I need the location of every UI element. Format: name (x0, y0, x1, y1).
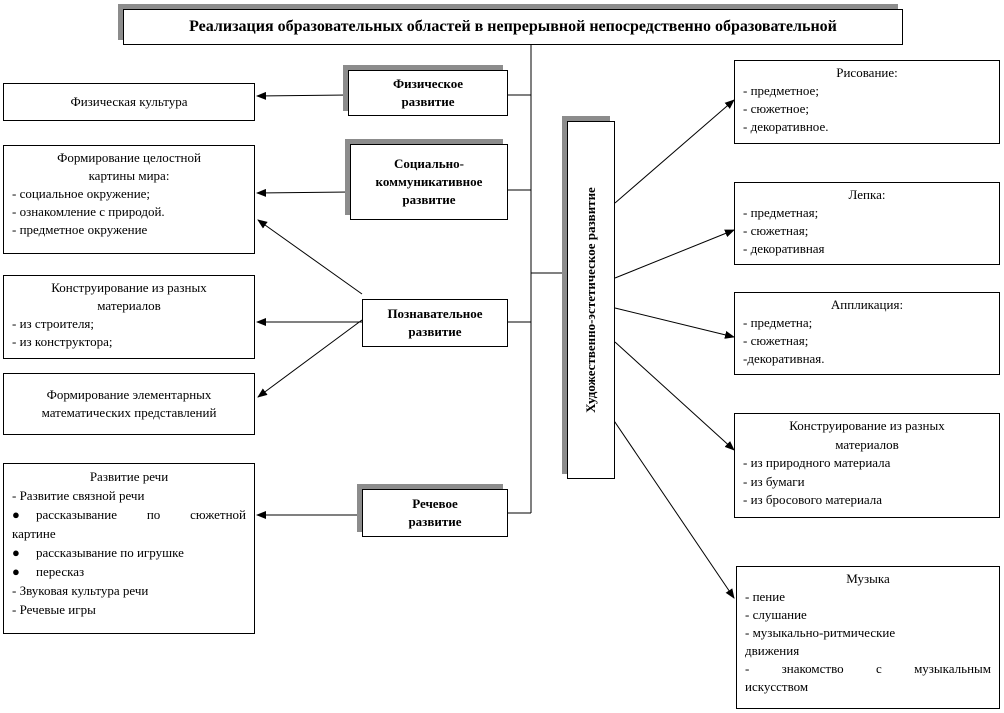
box-modeling: Лепка: - предметная; - сюжетная; - декор… (734, 182, 1000, 265)
world-picture-head-1: Формирование целостной (57, 150, 201, 165)
speech-dev-bullet-text: пересказ (36, 564, 85, 579)
world-picture-head-2: картины мира: (88, 168, 170, 183)
diagram-title-text: Реализация образовательных областей в не… (189, 18, 837, 35)
area-speech-line-1: Речевое (412, 496, 458, 511)
music-item: - пение (745, 589, 785, 604)
construct-right-item: - из бросового материала (743, 492, 883, 507)
area-artistic: Художественно-эстетическое развитие (567, 121, 615, 479)
box-math: Формирование элементарных математических… (3, 373, 255, 435)
bullet-icon: ● (12, 545, 20, 560)
applique-item: - сюжетная; (743, 333, 809, 348)
area-artistic-label: Художественно-эстетическое развитие (583, 187, 598, 413)
construct-right-item: - из природного материала (743, 455, 891, 470)
area-speech-line-2: развитие (408, 514, 462, 529)
music-item: движения (745, 643, 800, 658)
modeling-item: - декоративная (743, 241, 825, 256)
construct-right-head-2: материалов (835, 436, 899, 452)
speech-dev-bullet-cont: картине (12, 526, 56, 541)
area-cognitive-line-1: Познавательное (387, 306, 483, 321)
modeling-item: - сюжетная; (743, 223, 809, 238)
construct-left-item: - из конструктора; (12, 334, 113, 349)
world-picture-item: - предметное окружение (12, 222, 148, 237)
diagram-title: Реализация образовательных областей в не… (123, 9, 903, 45)
applique-head: Аппликация: (830, 297, 904, 312)
music-word: музыкальным (914, 661, 991, 676)
speech-dev-bullet: ● пересказ (12, 562, 246, 581)
area-physical: Физическое развитие (348, 70, 508, 116)
box-construct-right: Конструирование из разных материалов - и… (734, 413, 1000, 518)
speech-dev-line: - Развитие связной речи (12, 488, 145, 503)
area-cognitive: Познавательное развитие (362, 299, 508, 347)
area-physical-line-1: Физическое (393, 76, 463, 91)
box-world-picture: Формирование целостной картины мира: - с… (3, 145, 255, 254)
construct-left-head-2: материалов (97, 298, 161, 313)
speech-dev-bullet: ● рассказывание по игрушке (12, 543, 246, 562)
music-head: Музыка (846, 571, 890, 586)
speech-dev-bullet-text: рассказывание по игрушке (36, 545, 184, 560)
area-speech: Речевое развитие (362, 489, 508, 537)
box-speech-development: Развитие речи - Развитие связной речи ● … (3, 463, 255, 634)
area-social: Социально- коммуникативное развитие (350, 144, 508, 220)
music-word: - (745, 661, 750, 676)
math-line-2: математических представлений (41, 405, 217, 420)
music-item: - музыкально-ритмические (745, 625, 896, 640)
speech-dev-head: Развитие речи (89, 469, 169, 484)
area-social-line-1: Социально- (394, 156, 464, 171)
applique-item: - предметна; (743, 315, 813, 330)
modeling-item: - предметная; (743, 205, 819, 220)
area-social-line-2: коммуникативное (375, 174, 483, 189)
drawing-item: - декоративное. (743, 119, 829, 134)
speech-dev-bullet: ● рассказывание по сюжетной (12, 505, 246, 524)
music-word: с (875, 661, 882, 676)
construct-right-item: - из бумаги (743, 473, 805, 489)
drawing-head: Рисование: (836, 65, 898, 80)
physical-culture-text: Физическая культура (70, 94, 188, 109)
box-physical-culture: Физическая культура (3, 83, 255, 121)
area-cognitive-line-2: развитие (408, 324, 462, 339)
box-drawing: Рисование: - предметное; - сюжетное; - д… (734, 60, 1000, 144)
speech-dev-line: - Речевые игры (12, 602, 96, 617)
box-music: Музыка - пение - слушание - музыкально-р… (736, 566, 1000, 709)
speech-dev-line: - Звуковая культура речи (12, 583, 149, 598)
area-physical-line-2: развитие (401, 94, 455, 109)
bullet-icon: ● (12, 564, 20, 579)
music-item: - слушание (745, 607, 807, 622)
music-word: знакомство (781, 661, 844, 676)
construct-left-head-1: Конструирование из разных (51, 280, 207, 295)
world-picture-item: - ознакомление с природой. (12, 204, 165, 219)
box-applique: Аппликация: - предметна; - сюжетная; -де… (734, 292, 1000, 375)
construct-left-item: - из строителя; (12, 316, 95, 331)
speech-dev-bullet-text: рассказывание по сюжетной (36, 507, 246, 522)
construct-right-head-1: Конструирование из разных (789, 418, 945, 433)
world-picture-item: - социальное окружение; (12, 186, 151, 201)
modeling-head: Лепка: (848, 187, 886, 202)
drawing-item: - сюжетное; (743, 101, 809, 116)
music-item-cont: искусством (745, 679, 809, 694)
applique-item: -декоративная. (743, 351, 825, 366)
math-line-1: Формирование элементарных (46, 387, 212, 402)
box-construct-left: Конструирование из разных материалов - и… (3, 275, 255, 359)
music-item-justified: - знакомство с музыкальным (745, 660, 991, 678)
drawing-item: - предметное; (743, 83, 819, 98)
bullet-icon: ● (12, 507, 20, 522)
area-social-line-3: развитие (402, 192, 456, 207)
